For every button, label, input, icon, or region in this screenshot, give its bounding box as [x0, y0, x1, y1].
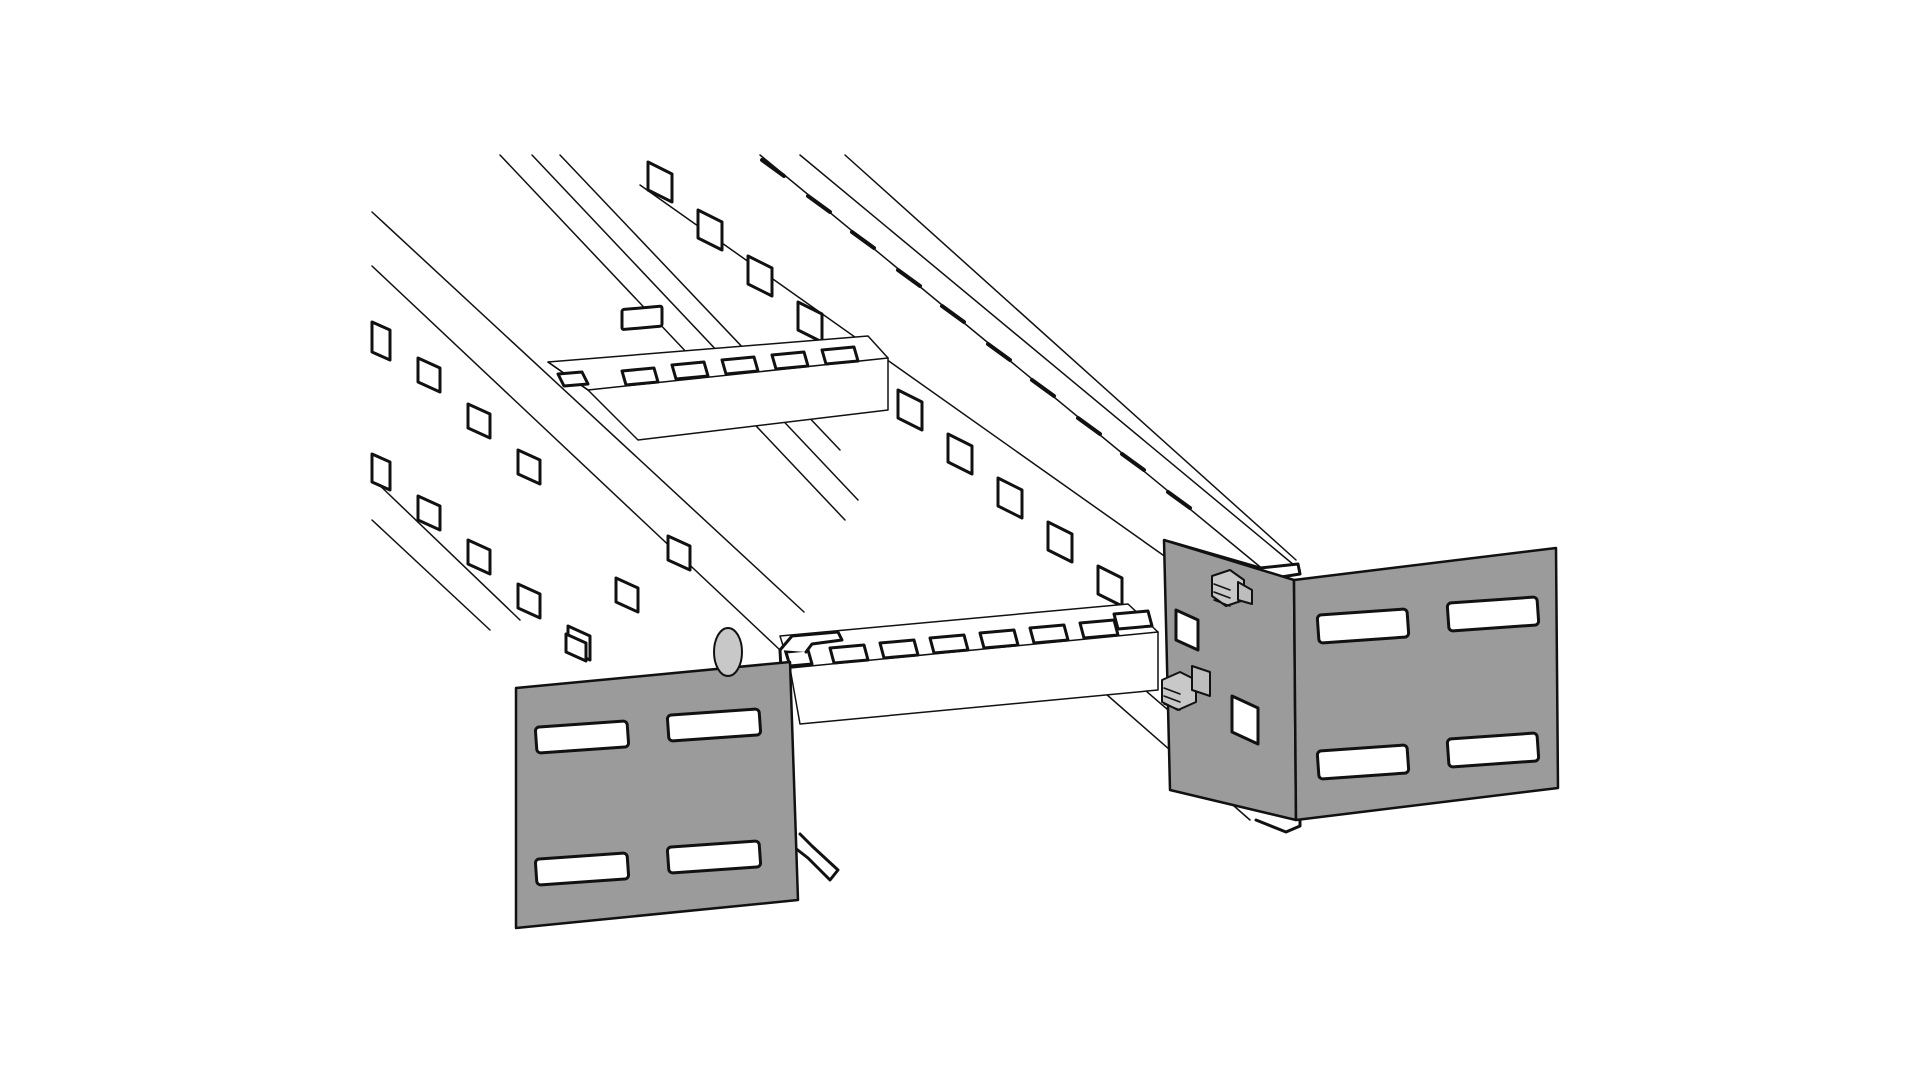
left-splice-plate [514, 660, 800, 930]
right-rail-slots-upper [646, 160, 824, 344]
hex-bolt-upper [1211, 569, 1253, 607]
left-rail-slots-lower [370, 452, 692, 663]
hex-bolt-icon [713, 627, 743, 677]
hex-bolt-lower [1161, 665, 1211, 711]
left-rail-slots-upper [370, 320, 542, 486]
left-side-rail [371, 154, 859, 651]
rung-back [547, 304, 889, 441]
right-rail-flange-notches [760, 158, 1192, 510]
rung-front [779, 603, 1159, 725]
right-splice-plate [1162, 538, 1560, 822]
